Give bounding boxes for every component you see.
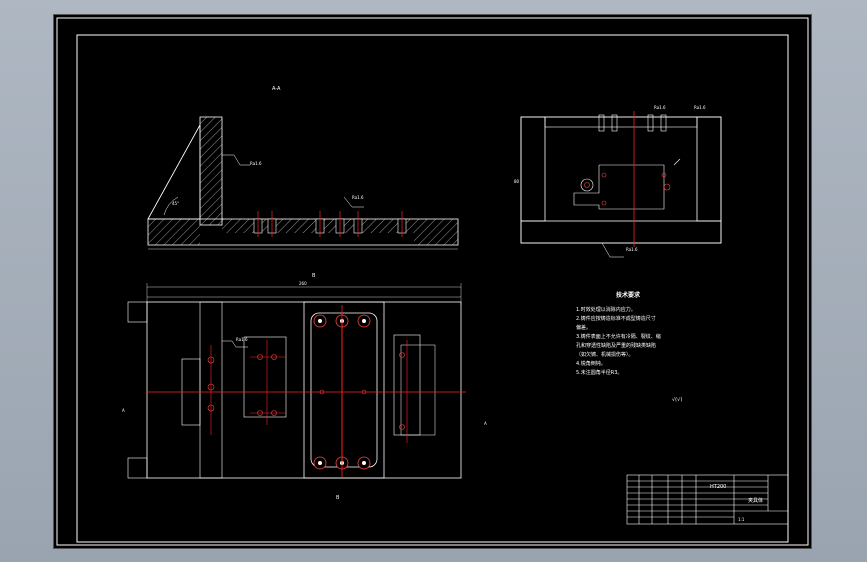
outer-frame (56, 17, 809, 546)
tech-line-2: 2.铸件应按铸造标准不成型铸造尺寸 (576, 315, 656, 322)
view-marker-a-left: A (122, 408, 125, 413)
title-block-part-name: 夹具体 (748, 497, 763, 504)
side-view: 80 Ra1.6 Ra1.6 Ra1.6 (514, 105, 722, 258)
view-marker-b-bottom: B (336, 495, 340, 501)
plan-view: B B A A 260 (122, 273, 487, 501)
roughness-mark-5: Ra1.6 (694, 105, 706, 110)
title-block-scale: 1:1 (738, 517, 745, 522)
title-block-material: HT200 (710, 484, 726, 490)
tech-line-4: 3.铸件表面上不允许有冷隔、裂纹、缩 (576, 333, 661, 340)
tech-line-3: 偏差。 (576, 324, 591, 331)
surface-roughness-symbol: √(√) (672, 397, 682, 403)
tech-line-7: 4.锐角倒钝。 (576, 360, 606, 367)
roughness-mark-2: Ra1.6 (352, 195, 364, 200)
roughness-mark-4: Ra1.6 (654, 105, 666, 110)
section-view-aa: A-A Ra1.6 Ra1.6 (147, 86, 459, 250)
title-block (626, 474, 789, 525)
roughness-mark-3: Ra1.6 (626, 247, 638, 252)
roughness-mark-6: Ra1.6 (236, 337, 248, 342)
roughness-mark-1: Ra1.6 (250, 161, 262, 166)
tech-line-5: 孔和穿透性缺陷及严重的残缺类缺陷 (576, 342, 656, 349)
angle-mark: 45° (172, 201, 179, 206)
section-label: A-A (272, 86, 281, 92)
tech-requirements: 技术要求 1.时效处理以消除内应力。 2.铸件应按铸造标准不成型铸造尺寸 偏差。… (576, 291, 682, 403)
inner-frame (76, 34, 789, 543)
overall-width-dim: 260 (299, 281, 307, 286)
side-height-dim: 80 (514, 179, 520, 184)
tech-line-6: （如欠铸、机械损伤等）。 (576, 351, 634, 358)
drawing-sheet: A-A Ra1.6 Ra1.6 (54, 15, 811, 548)
view-marker-a-right: A (484, 421, 487, 426)
tech-requirements-title: 技术要求 (616, 291, 641, 299)
tech-line-1: 1.时效处理以消除内应力。 (576, 306, 636, 313)
tech-line-8: 5.未注圆角半径R3。 (576, 369, 622, 376)
cad-drawing-canvas: A-A Ra1.6 Ra1.6 (56, 17, 809, 546)
view-marker-b-top: B (312, 273, 316, 279)
